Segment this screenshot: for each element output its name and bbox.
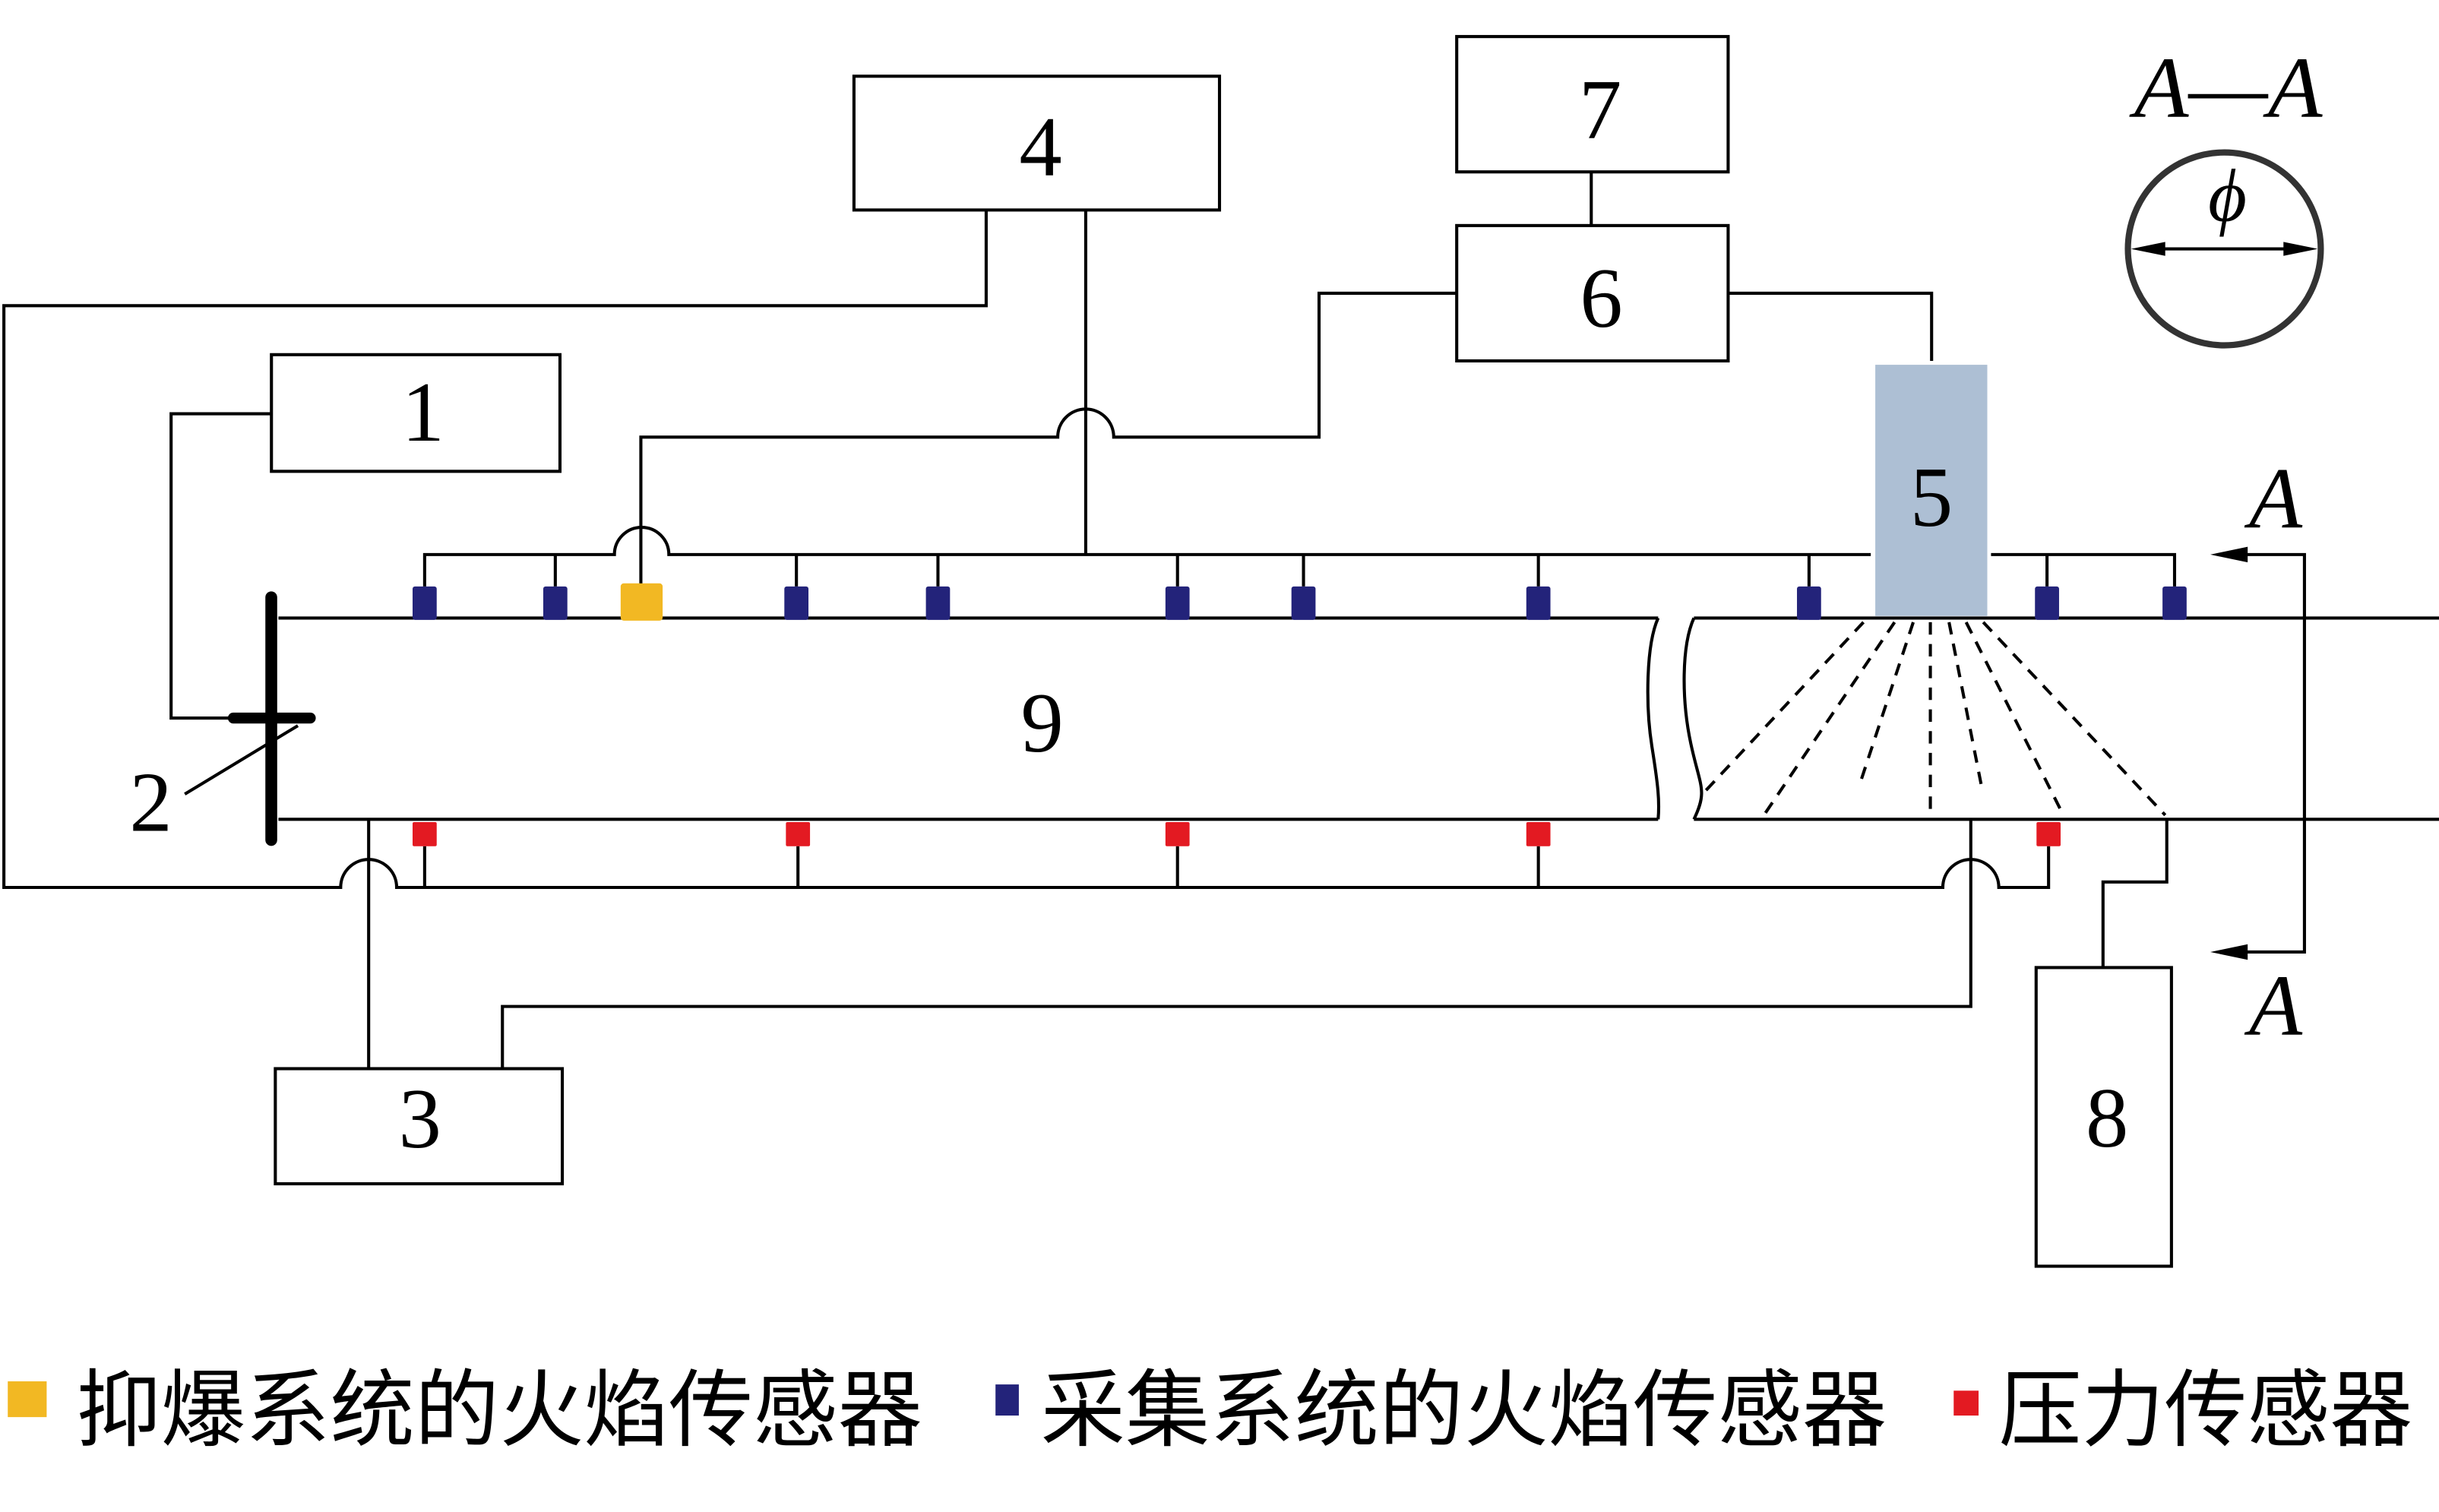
legend-swatch-navy [995, 1384, 1019, 1416]
component-3-label: 3 [399, 1072, 441, 1166]
suppression-flame-sensor [620, 583, 663, 621]
section-arrowhead-top-icon [2210, 546, 2248, 563]
collection-flame-sensor [543, 586, 568, 620]
section-label-bottom: A [2244, 957, 2303, 1053]
pressure-sensor [1165, 822, 1190, 846]
component-5-box [1875, 365, 1988, 616]
wire-box8-to-tube [2101, 819, 2169, 968]
component-6-label: 6 [1580, 251, 1622, 346]
section-cut-line [2246, 552, 2306, 954]
component-8-label: 8 [2086, 1071, 2128, 1166]
wire-suppression-sensor-to-box6 [639, 291, 1457, 585]
legend-label: 抑爆系统的火焰传感器 [76, 1362, 922, 1460]
collection-flame-sensors [413, 586, 2187, 620]
component-9-label: 9 [1020, 676, 1063, 770]
component-7-box [1455, 35, 1730, 174]
collection-flame-sensor [1526, 586, 1551, 620]
spray-ray [1964, 622, 2066, 818]
collection-flame-sensor [925, 586, 951, 620]
collection-flame-sensor [1165, 586, 1190, 620]
component-7-label: 7 [1579, 63, 1621, 157]
spray-ray [1700, 621, 1865, 796]
spray-ray [1947, 622, 1984, 788]
electrode-leader-line [184, 724, 299, 796]
collection-flame-sensor [1291, 586, 1316, 620]
component-8-box [2034, 966, 2173, 1268]
component-4-label: 4 [1019, 100, 1061, 195]
section-arrowhead-bottom-icon [2210, 944, 2248, 960]
collection-flame-sensor [2035, 586, 2059, 620]
diameter-symbol: ϕ [2208, 155, 2247, 238]
wire-box6-to-box5 [1728, 291, 1934, 361]
pressure-sensor [1526, 822, 1551, 846]
pressure-sensors [413, 822, 2061, 846]
wire-box1-to-electrode [169, 412, 272, 720]
tube [278, 616, 2439, 821]
spray-ray [1762, 621, 1896, 816]
diameter-arrowhead-right-icon [2283, 242, 2318, 256]
legend: 抑爆系统的火焰传感器 采集系统的火焰传感器 压力传感器 [8, 1362, 2412, 1460]
legend-swatch-red [1953, 1390, 1979, 1416]
section-view-title: A—A [2129, 40, 2324, 136]
tube-break-line-left [1646, 617, 1661, 820]
spray-ray [1857, 622, 1915, 788]
ignition-electrode [184, 591, 316, 846]
legend-item-collection-flame-sensor: 采集系统的火焰传感器 [995, 1362, 1887, 1460]
cross-section-view: A—A ϕ [2124, 40, 2324, 349]
component-4-box [852, 74, 1222, 212]
flame-sensor-bus-right [1991, 552, 2177, 587]
legend-label: 压力传感器 [1999, 1362, 2413, 1460]
component-1-label: 1 [402, 365, 444, 460]
collection-flame-sensor [784, 586, 809, 620]
collection-flame-sensor [413, 586, 437, 620]
legend-item-pressure-sensor: 压力传感器 [1953, 1362, 2412, 1460]
component-5-label: 5 [1910, 451, 1953, 545]
legend-swatch-yellow [8, 1381, 47, 1418]
legend-label: 采集系统的火焰传感器 [1041, 1362, 1887, 1460]
collection-flame-sensor [2162, 586, 2187, 620]
pressure-sensor [2036, 822, 2061, 846]
diameter-arrowhead-left-icon [2131, 242, 2165, 256]
spray-ray [1982, 621, 2167, 817]
pressure-sensor [413, 822, 437, 846]
component-6-box [1455, 223, 1730, 363]
component-1-box [270, 353, 562, 473]
section-cut-marker: A A [2210, 450, 2306, 1053]
tube-break-line-right [1682, 617, 1704, 821]
legend-item-suppression-flame-sensor: 抑爆系统的火焰传感器 [8, 1362, 922, 1460]
section-label-top: A [2244, 450, 2303, 546]
wire-box3-to-tube-right [501, 819, 1972, 1069]
cross-section-circle [2124, 149, 2324, 349]
wiring [2, 172, 2177, 1069]
collection-flame-sensor [1797, 586, 1821, 620]
wire-box4-to-pressure-bus [2, 210, 2051, 890]
component-3-box [274, 1067, 565, 1186]
component-2-label: 2 [129, 755, 172, 849]
pressure-sensor [786, 822, 811, 846]
spray-pattern [1700, 621, 2167, 818]
